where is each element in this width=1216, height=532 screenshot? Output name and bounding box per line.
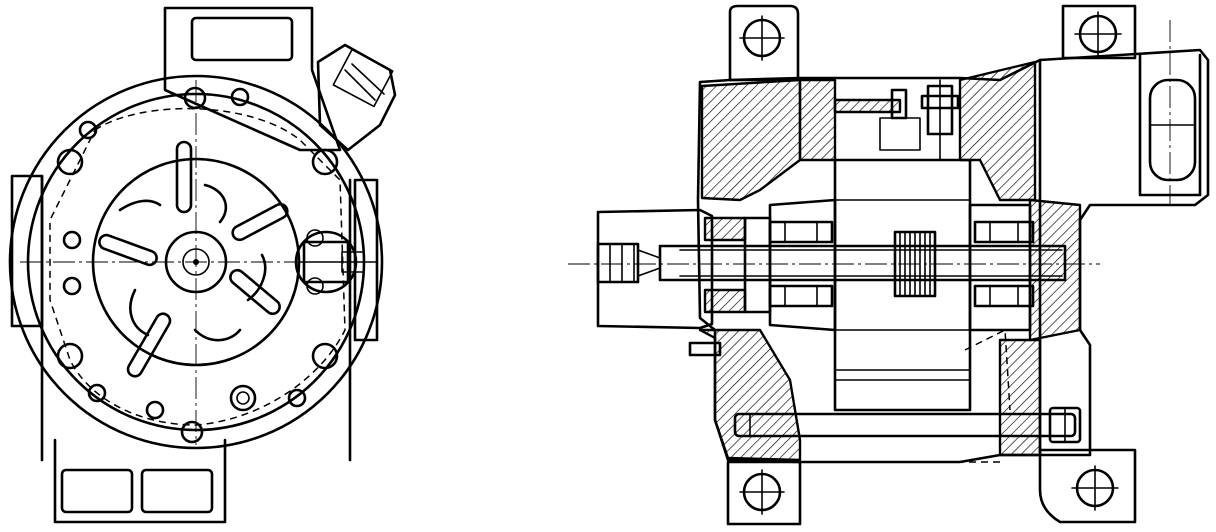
drain-plug <box>688 341 722 357</box>
front-view <box>8 6 397 524</box>
through-bolt <box>733 406 1082 444</box>
front-head-hatch <box>700 78 802 202</box>
top-left-mount <box>728 4 800 82</box>
bottom-right-mount <box>1038 448 1137 524</box>
top-wall-hatch-a <box>798 78 837 162</box>
front-rotor <box>768 198 837 332</box>
bolt-holes <box>56 86 339 444</box>
front-bottom-hatch <box>698 328 802 462</box>
top-mounting-bracket <box>163 6 342 152</box>
bottom-mounting-bracket <box>53 438 227 524</box>
housing-outer-ring <box>8 74 384 450</box>
rear-bearing <box>973 220 1035 308</box>
front-seal <box>703 216 772 314</box>
cylinder-block <box>833 158 972 412</box>
top-right-mount <box>1061 4 1137 60</box>
left-side-mount <box>10 174 44 328</box>
hidden-outline <box>49 107 346 426</box>
rear-wall-hatch <box>1028 198 1082 342</box>
drive-shaft <box>658 244 1067 282</box>
top-rib-hatch <box>833 98 902 114</box>
hidden-passage <box>964 328 1011 411</box>
clutch-hub <box>596 208 714 330</box>
rear-rotor <box>968 203 1032 332</box>
bottom-left-mount <box>726 460 802 526</box>
rear-bottom-hatch <box>998 338 1042 457</box>
curved-vanes <box>118 183 267 342</box>
main-body-outline <box>696 58 1042 464</box>
section-view <box>568 4 1210 526</box>
rear-housing <box>1038 20 1210 457</box>
top-valve <box>879 79 960 161</box>
